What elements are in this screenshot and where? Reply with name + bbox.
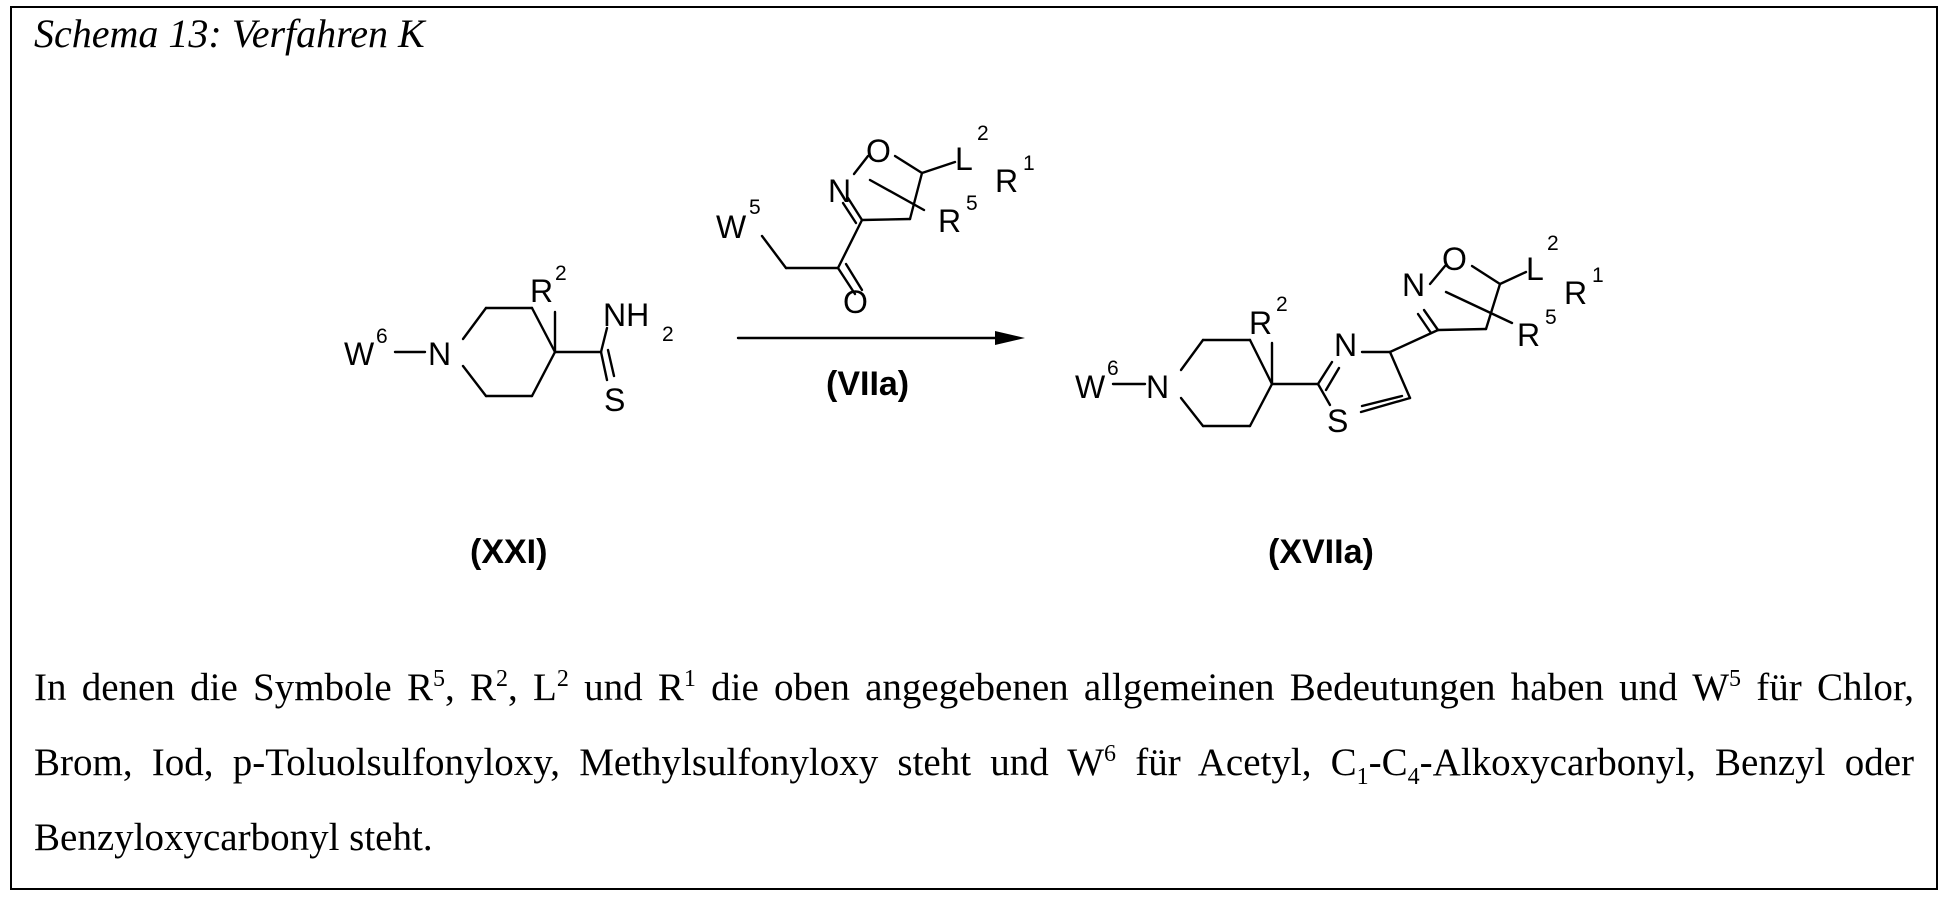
description-paragraph: In denen die Symbole R5, R2, L2 und R1 d… <box>34 650 1914 875</box>
desc-text: -C <box>1369 741 1408 784</box>
desc-sup: 2 <box>557 666 569 692</box>
sup-5: 5 <box>966 192 978 215</box>
atom-w: W <box>1075 369 1106 405</box>
compound-viia-structure <box>762 156 955 294</box>
atom-r: R <box>995 163 1018 199</box>
desc-sub: 4 <box>1408 764 1420 790</box>
desc-sup: 5 <box>1729 666 1741 692</box>
atom-w: W <box>344 336 375 372</box>
sup-6: 6 <box>1107 357 1119 380</box>
sup-1: 1 <box>1592 264 1604 287</box>
atom-o: O <box>843 284 868 320</box>
desc-text: , L <box>508 666 557 709</box>
atom-l: L <box>955 141 973 177</box>
atom-n: N <box>1146 369 1169 405</box>
atom-n: N <box>428 336 451 372</box>
desc-text: die oben angegebenen allgemeinen Bedeutu… <box>696 666 1729 709</box>
atom-o: O <box>866 133 891 169</box>
sup-2: 2 <box>977 122 989 145</box>
atom-l: L <box>1526 251 1544 287</box>
compound-xviia-structure <box>1113 266 1526 426</box>
desc-sup: 1 <box>684 666 696 692</box>
sup-2: 2 <box>1276 293 1288 316</box>
desc-sup: 2 <box>496 666 508 692</box>
compound-label-xxi: (XXI) <box>470 533 547 571</box>
atom-o: O <box>1442 241 1467 277</box>
sub-2: 2 <box>662 323 674 346</box>
reaction-arrow <box>738 331 1025 345</box>
sup-2: 2 <box>555 262 567 285</box>
atom-r: R <box>1517 317 1540 353</box>
desc-text: für Acetyl, C <box>1116 741 1357 784</box>
atom-r: R <box>1249 305 1272 341</box>
atom-s: S <box>1327 403 1348 439</box>
desc-text: und R <box>569 666 684 709</box>
desc-sup: 6 <box>1104 741 1116 767</box>
compound-label-viia: (VIIa) <box>826 365 909 403</box>
atom-r: R <box>530 273 553 309</box>
atom-n: N <box>828 173 851 209</box>
atom-w: W <box>716 209 747 245</box>
sup-1: 1 <box>1023 152 1035 175</box>
atom-s: S <box>604 382 625 418</box>
sup-6: 6 <box>376 325 388 348</box>
compound-label-xviia: (XVIIa) <box>1268 533 1374 571</box>
desc-text: , R <box>445 666 496 709</box>
sup-5: 5 <box>749 196 761 219</box>
atom-nh: NH <box>603 297 649 333</box>
desc-sup: 5 <box>433 666 445 692</box>
atom-n: N <box>1334 327 1357 363</box>
atom-r: R <box>938 203 961 239</box>
sup-2: 2 <box>1547 232 1559 255</box>
desc-sub: 1 <box>1357 764 1369 790</box>
atom-r: R <box>1564 275 1587 311</box>
sup-5: 5 <box>1545 306 1557 329</box>
atom-n: N <box>1402 267 1425 303</box>
desc-text: In denen die Symbole R <box>34 666 433 709</box>
